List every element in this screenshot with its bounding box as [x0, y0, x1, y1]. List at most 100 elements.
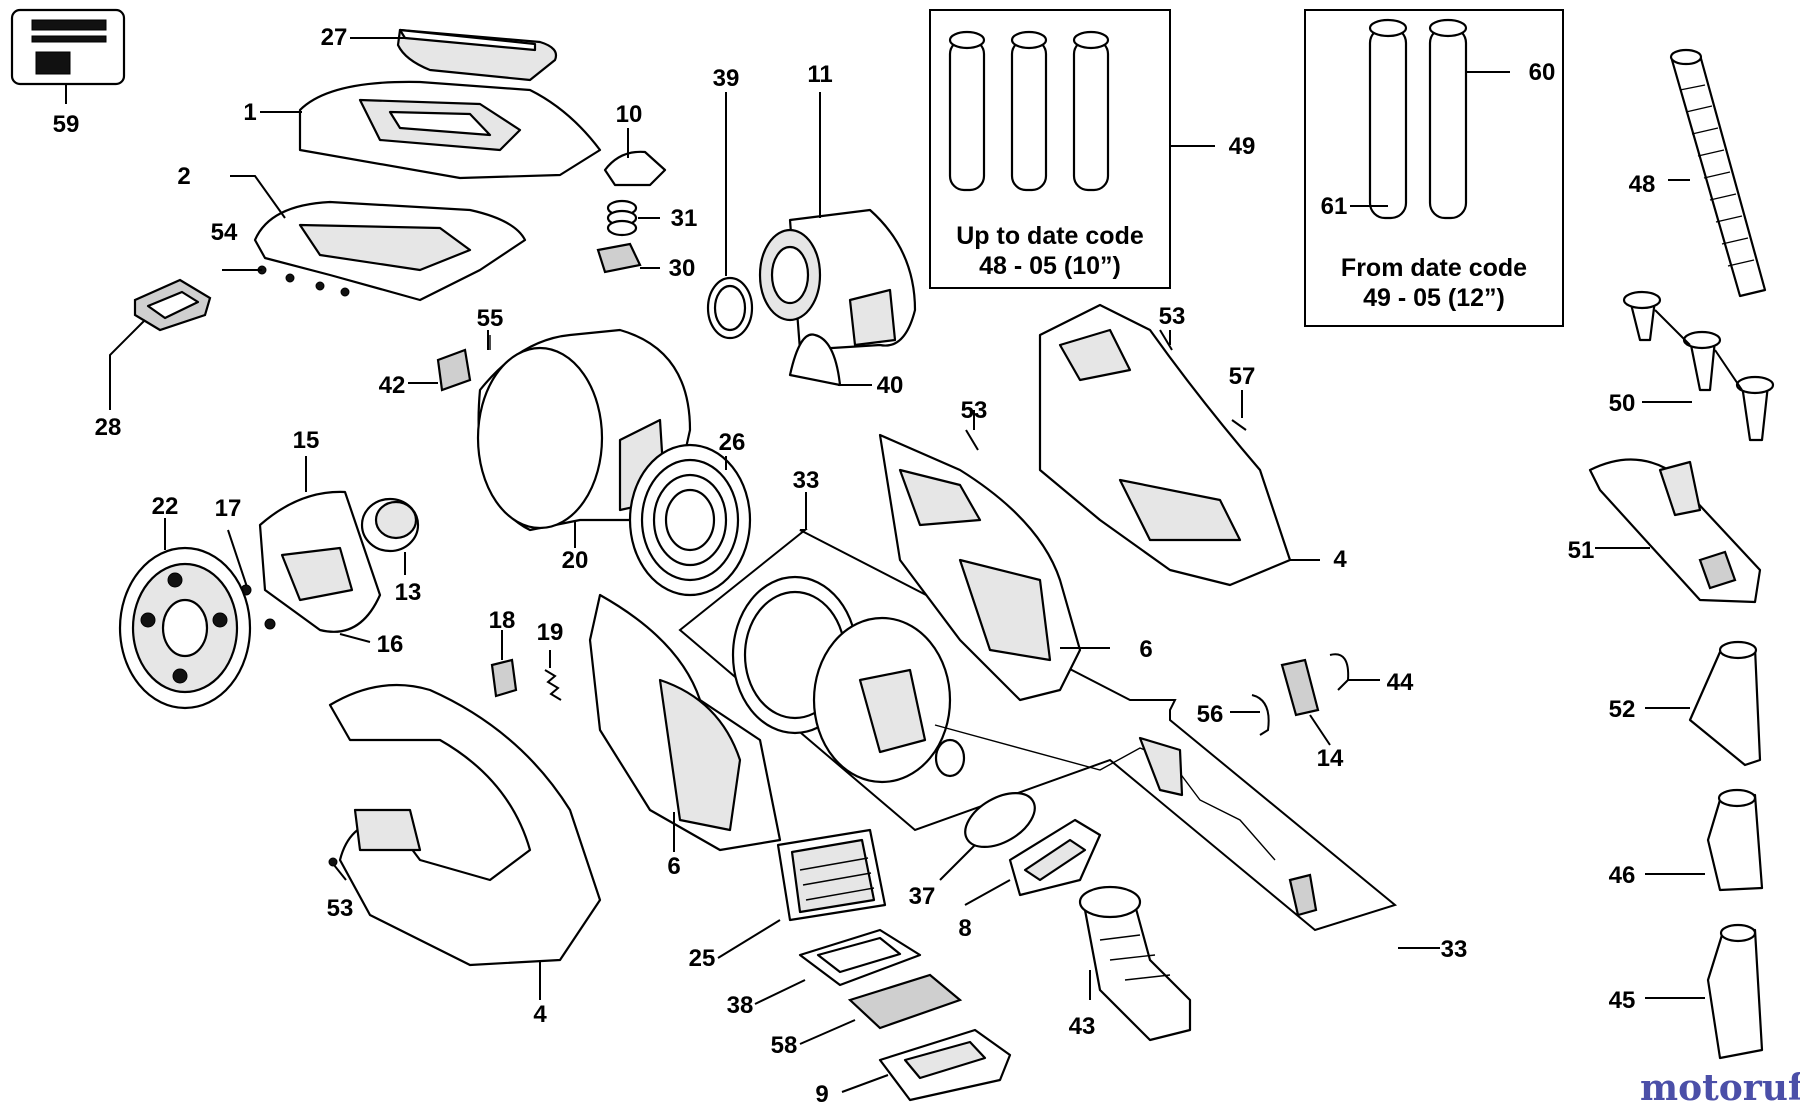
callout-42: 42 [379, 372, 406, 399]
callout-58: 58 [771, 1032, 798, 1059]
part-22-end-cap [118, 518, 252, 710]
part-59-label-plate [10, 8, 126, 104]
callout-46: 46 [1609, 862, 1636, 889]
callout-40: 40 [877, 372, 904, 399]
callout-53-mid: 53 [961, 397, 988, 424]
part-52-nozzle [1645, 640, 1762, 767]
callout-1: 1 [243, 99, 256, 126]
callout-33-top: 33 [793, 467, 820, 494]
callout-33-bottom: 33 [1441, 936, 1468, 963]
part-57-screw [1231, 390, 1247, 431]
callout-31: 31 [671, 205, 698, 232]
callout-16: 16 [377, 631, 404, 658]
tube-c [1072, 30, 1110, 192]
callout-56: 56 [1197, 701, 1224, 728]
callout-22: 22 [152, 493, 179, 520]
callout-44: 44 [1387, 669, 1414, 696]
callout-59: 59 [53, 111, 80, 138]
part-38-filter-frame [754, 928, 922, 1005]
part-19-spring [544, 650, 562, 701]
part-43-inlet [1078, 885, 1192, 1042]
part-46-nozzle [1645, 788, 1764, 892]
part-6-body-right [878, 433, 1110, 702]
callout-20: 20 [562, 547, 589, 574]
part-53-screw-c [1159, 329, 1173, 351]
part-42-bracket [408, 348, 472, 392]
part-37-disc [939, 791, 1036, 881]
part-6-body-left [588, 593, 782, 852]
callout-61: 61 [1321, 193, 1348, 220]
part-25-filter [717, 828, 887, 959]
callout-19: 19 [537, 619, 564, 646]
callout-43: 43 [1069, 1013, 1096, 1040]
callout-37: 37 [909, 883, 936, 910]
callout-55: 55 [477, 305, 504, 332]
callout-28: 28 [95, 414, 122, 441]
callout-4-left: 4 [533, 1001, 547, 1028]
part-14-clip [1280, 658, 1331, 746]
callout-57: 57 [1229, 363, 1256, 390]
box-old-line1: Up to date code [956, 222, 1144, 250]
part-11-fan-housing [758, 92, 917, 352]
box-new-line2: 49 - 05 (12”) [1363, 284, 1505, 312]
tube-long-b [1428, 18, 1468, 220]
callout-30: 30 [669, 255, 696, 282]
part-27-cover [350, 28, 558, 82]
part-4-handle-right [1038, 303, 1320, 587]
part-33-motor-assembly [678, 492, 1440, 949]
callout-15: 15 [293, 427, 320, 454]
part-28-switch [109, 278, 212, 410]
part-26-grille [628, 443, 752, 597]
callout-45: 45 [1609, 987, 1636, 1014]
part-44-clip [1329, 653, 1380, 691]
callout-6-left: 6 [667, 853, 680, 880]
box-old-tubes: Up to date code 48 - 05 (10”) [929, 9, 1215, 289]
callout-4-right: 4 [1333, 546, 1347, 573]
part-31-spring [606, 199, 660, 237]
part-15-plate [258, 456, 382, 643]
part-51-floor-nozzle [1588, 458, 1762, 604]
part-10-cap [603, 128, 667, 187]
tube-b [1010, 30, 1048, 192]
tube-long-a [1368, 18, 1408, 220]
callout-39: 39 [713, 65, 740, 92]
tube-a [948, 30, 986, 192]
part-53-screw-a [328, 857, 347, 881]
callout-27: 27 [321, 24, 348, 51]
callout-8: 8 [958, 915, 971, 942]
callout-54: 54 [211, 219, 238, 246]
part-55-screw [487, 330, 491, 350]
callout-2: 2 [177, 163, 190, 190]
callout-17: 17 [215, 495, 242, 522]
part-30-catch [596, 242, 660, 274]
callout-51: 51 [1568, 537, 1595, 564]
box-old-line2: 48 - 05 (10”) [979, 252, 1121, 280]
callout-52: 52 [1609, 696, 1636, 723]
callout-60: 60 [1529, 59, 1556, 86]
part-2-mid-housing [222, 175, 527, 302]
part-20-dust-bowl [476, 328, 692, 548]
part-1-top-housing [260, 80, 602, 180]
callout-25: 25 [689, 945, 716, 972]
callout-10: 10 [616, 101, 643, 128]
box-new-line1: From date code [1341, 254, 1527, 282]
part-56-clip [1230, 694, 1270, 736]
part-53-screw-b [965, 410, 979, 451]
callout-48: 48 [1629, 171, 1656, 198]
callout-9: 9 [815, 1081, 828, 1108]
callout-53-right: 53 [1159, 303, 1186, 330]
part-48-hose [1668, 48, 1767, 298]
part-9-cover [841, 1028, 1012, 1102]
callout-26: 26 [719, 429, 746, 456]
callout-14: 14 [1317, 745, 1344, 772]
part-50-adapters [1622, 290, 1775, 442]
callout-50: 50 [1609, 390, 1636, 417]
part-40-seal [788, 333, 872, 387]
part-13-cap [360, 497, 420, 575]
callout-13: 13 [395, 579, 422, 606]
part-8-cover [964, 818, 1102, 906]
part-39-ring [706, 92, 754, 340]
callout-38: 38 [727, 992, 754, 1019]
part-18-button [490, 630, 518, 698]
